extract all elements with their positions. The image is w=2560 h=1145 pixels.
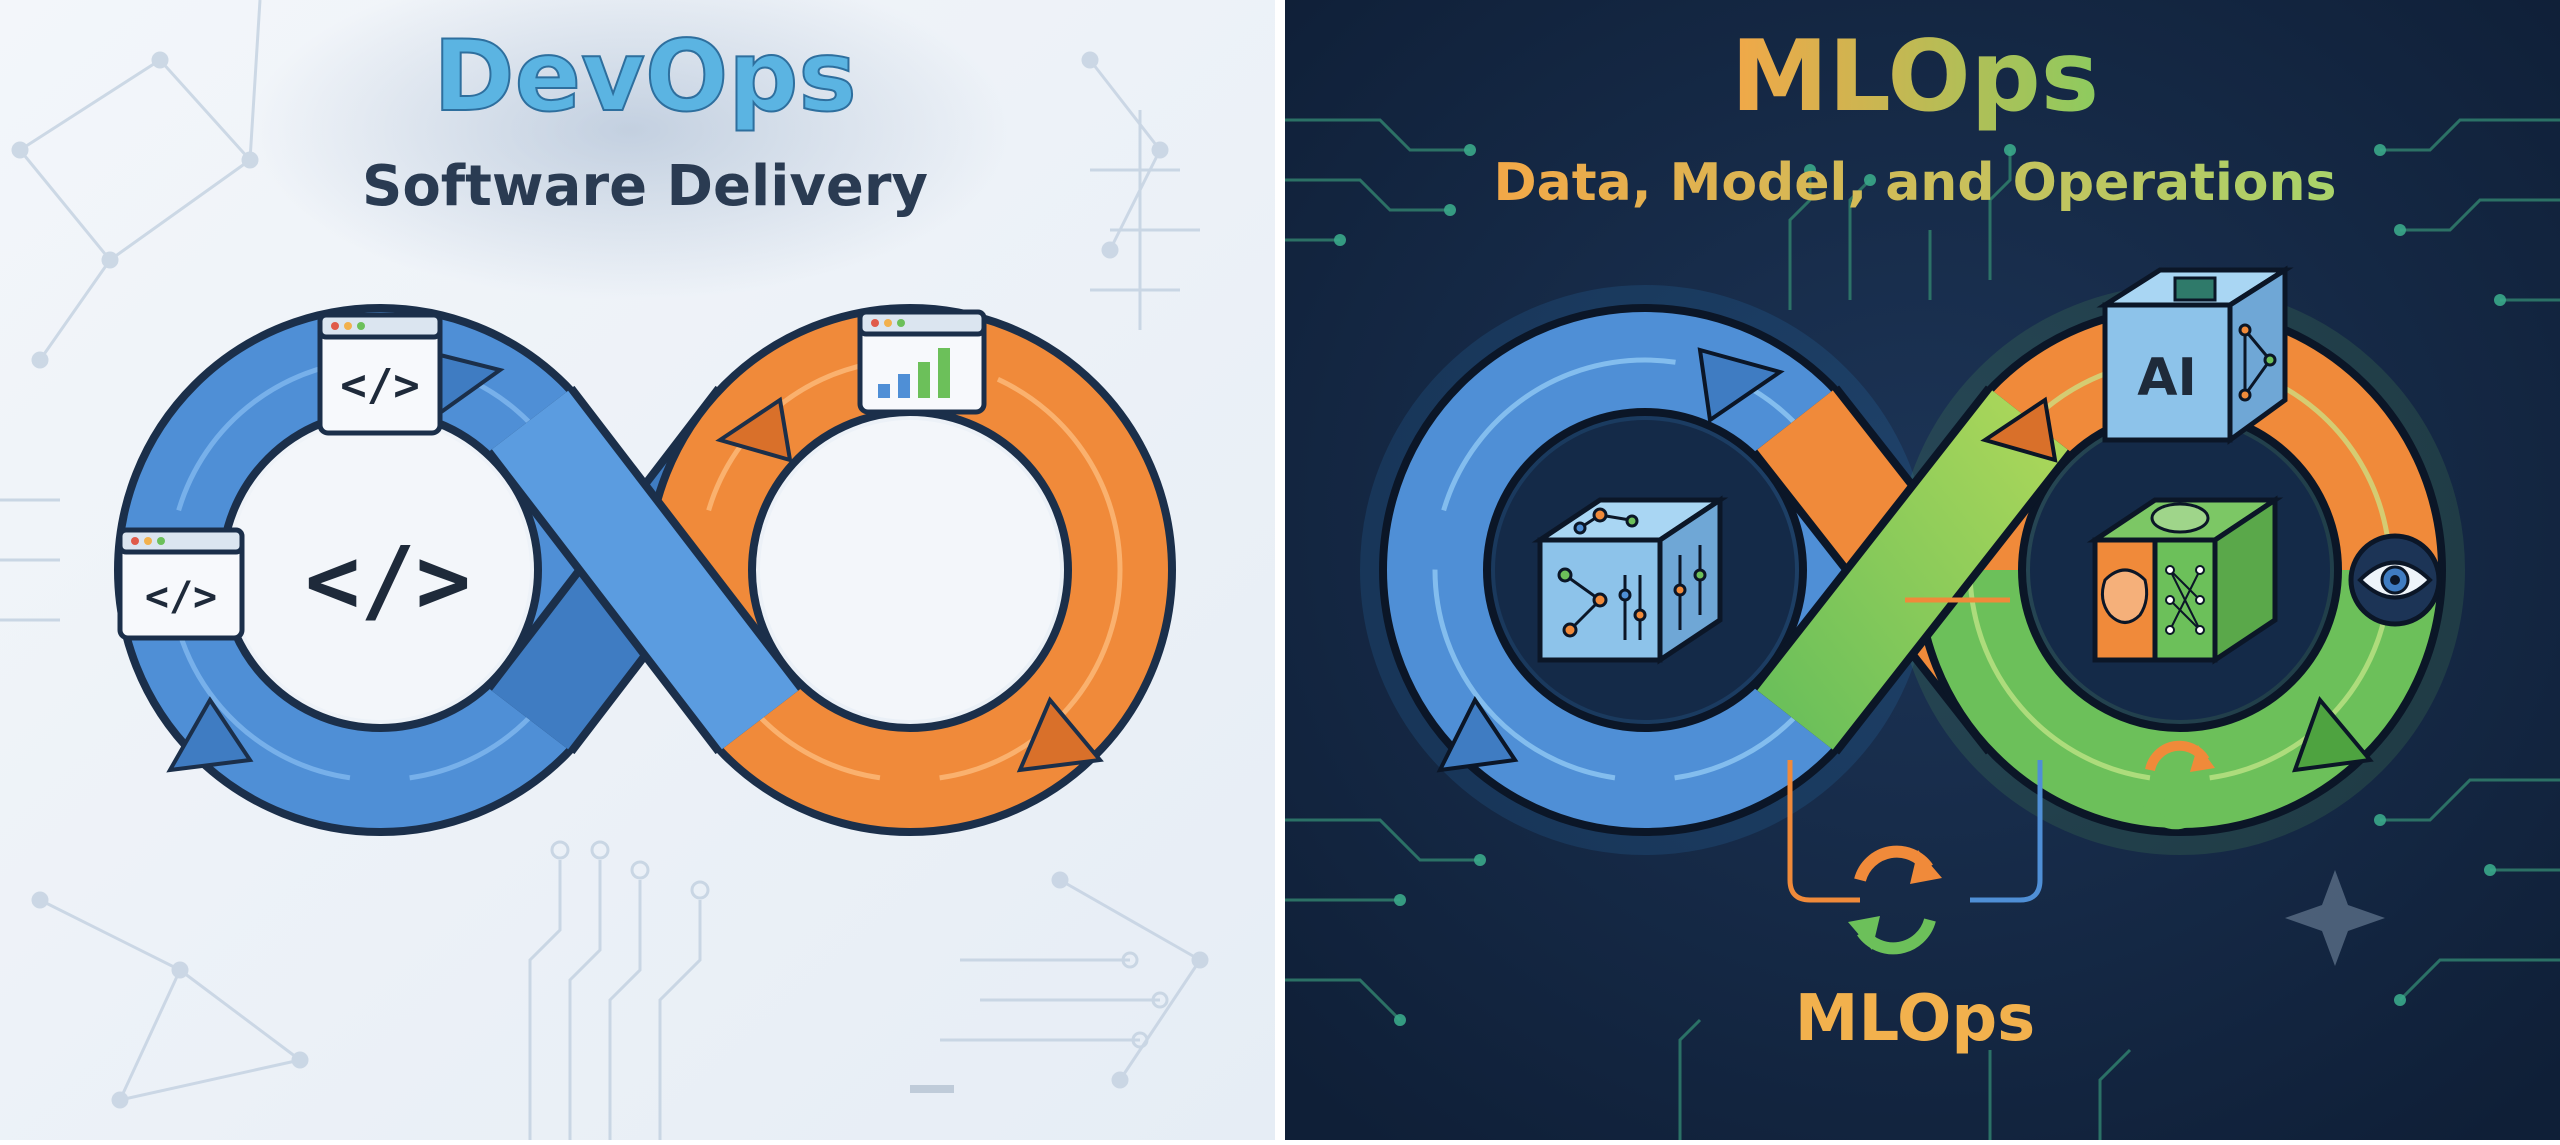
code-icon: </> (305, 527, 471, 634)
ai-cube-icon: AI (2096, 265, 2294, 445)
sparkle-icon (2285, 870, 2385, 966)
monitoring-eye-icon (2348, 533, 2442, 627)
ai-label: AI (2137, 348, 2197, 408)
metrics-window-icon (857, 309, 987, 415)
svg-text:</>: </> (340, 360, 419, 411)
retrain-cycle-icon (2140, 740, 2215, 830)
code-window-icon: </> (117, 527, 245, 641)
devops-subtitle: Software Delivery (362, 154, 928, 219)
mlops-title: MLOps (1731, 20, 2099, 134)
mlops-footer-label: MLOps (1795, 982, 2036, 1056)
feedback-connector (1787, 760, 1860, 903)
model-brain-cube-icon (2086, 495, 2284, 665)
code-window-icon: </> (317, 312, 443, 436)
devops-panel: DevOps Software Delivery (0, 0, 1275, 1140)
mlops-subtitle: Data, Model, and Operations (1494, 153, 2337, 213)
ml-cycle-icon (1848, 845, 1942, 955)
circuit-decoration (0, 110, 1200, 1140)
svg-text:</>: </> (145, 574, 217, 620)
circuit-decoration (1285, 118, 2560, 1140)
data-pipeline-cube-icon (1531, 495, 1729, 665)
devops-title: DevOps (433, 20, 857, 134)
network-decoration (11, 0, 1209, 1109)
mlops-panel: MLOps Data, Model, and Operations (1285, 0, 2560, 1140)
